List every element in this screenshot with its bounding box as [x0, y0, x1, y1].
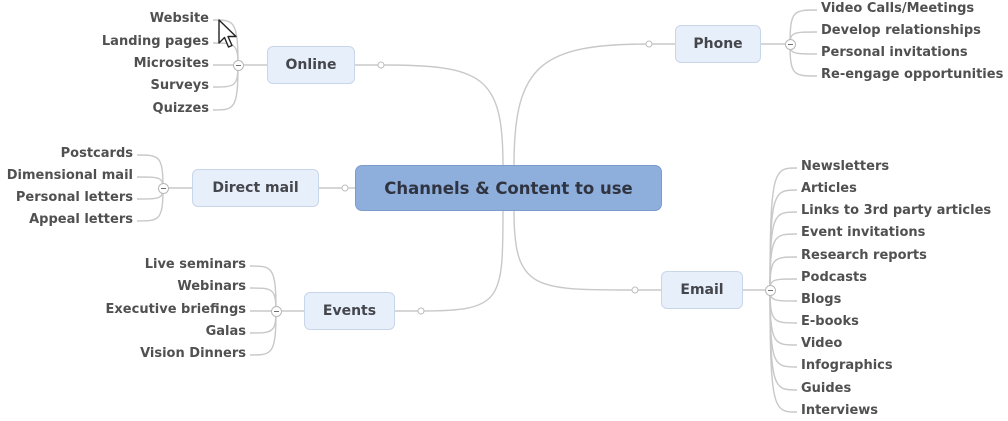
- connector-dot-online: [377, 61, 385, 69]
- connector-dot-phone: [645, 40, 653, 48]
- connector-central-email: [513, 210, 636, 291]
- mouse-cursor-icon: [218, 19, 237, 48]
- subtopic-online[interactable]: Microsites: [133, 56, 209, 71]
- subtopic-events[interactable]: Executive briefings: [105, 302, 246, 317]
- subtopic-email[interactable]: Articles: [801, 181, 857, 196]
- topic-label: Phone: [693, 36, 743, 52]
- subtopic-email[interactable]: Links to 3rd party articles: [801, 203, 992, 218]
- subtopic-phone[interactable]: Develop relationships: [821, 23, 981, 38]
- topic-phone[interactable]: Phone: [675, 25, 761, 63]
- connector-dot-events: [417, 307, 425, 315]
- topic-events[interactable]: Events: [304, 292, 395, 330]
- collapse-online-button[interactable]: [233, 60, 244, 71]
- connector-dot-direct-mail: [341, 184, 349, 192]
- connector-leaf: [212, 64, 239, 111]
- central-topic-label: Channels & Content to use: [384, 178, 633, 198]
- topic-label: Direct mail: [212, 180, 299, 196]
- subtopic-direct-mail[interactable]: Postcards: [60, 146, 133, 161]
- subtopic-direct-mail[interactable]: Personal letters: [15, 190, 133, 205]
- subtopic-events[interactable]: Webinars: [177, 279, 246, 294]
- connector-leaf: [769, 167, 798, 291]
- subtopic-online[interactable]: Landing pages: [101, 34, 209, 49]
- topic-email[interactable]: Email: [661, 271, 743, 309]
- subtopic-email[interactable]: E-books: [801, 314, 859, 329]
- subtopic-email[interactable]: Video: [801, 336, 843, 351]
- subtopic-online[interactable]: Website: [149, 11, 209, 26]
- collapse-direct-mail-button[interactable]: [158, 183, 169, 194]
- topic-direct-mail[interactable]: Direct mail: [192, 169, 319, 207]
- subtopic-email[interactable]: Newsletters: [801, 159, 890, 174]
- connector-leaf: [769, 211, 798, 291]
- collapse-events-button[interactable]: [271, 306, 282, 317]
- subtopic-email[interactable]: Guides: [801, 381, 852, 396]
- connector-leaf: [769, 289, 798, 413]
- connector-leaf: [136, 154, 164, 189]
- subtopic-online[interactable]: Quizzes: [152, 101, 209, 116]
- connector-leaf: [789, 9, 818, 45]
- connector-leaf: [769, 289, 798, 391]
- subtopic-email[interactable]: Research reports: [801, 248, 927, 263]
- collapse-email-button[interactable]: [765, 285, 776, 296]
- subtopic-events[interactable]: Galas: [205, 324, 246, 339]
- subtopic-events[interactable]: Vision Dinners: [140, 346, 246, 361]
- subtopic-phone[interactable]: Video Calls/Meetings: [821, 1, 975, 16]
- subtopic-online[interactable]: Surveys: [150, 78, 209, 93]
- connector-central-online: [380, 64, 504, 166]
- connector-central-events: [420, 210, 504, 312]
- subtopic-email[interactable]: Interviews: [801, 403, 879, 418]
- topic-label: Events: [322, 303, 377, 319]
- connector-leaf: [769, 289, 798, 324]
- subtopic-phone[interactable]: Re-engage opportunities: [821, 67, 1004, 82]
- subtopic-email[interactable]: Event invitations: [801, 225, 926, 240]
- central-topic[interactable]: Channels & Content to use: [355, 165, 662, 211]
- subtopic-direct-mail[interactable]: Dimensional mail: [6, 168, 133, 183]
- subtopic-email[interactable]: Podcasts: [801, 270, 867, 285]
- subtopic-email[interactable]: Blogs: [801, 292, 842, 307]
- topic-label: Online: [285, 57, 337, 73]
- subtopic-direct-mail[interactable]: Appeal letters: [29, 212, 133, 227]
- connector-central-phone: [513, 43, 650, 166]
- subtopic-email[interactable]: Infographics: [801, 358, 893, 373]
- subtopic-events[interactable]: Live seminars: [144, 257, 246, 272]
- connector-leaf: [769, 256, 798, 291]
- collapse-phone-button[interactable]: [785, 39, 796, 50]
- topic-label: Email: [680, 282, 724, 298]
- connector-leaf: [136, 187, 164, 222]
- subtopic-phone[interactable]: Personal invitations: [821, 45, 968, 60]
- connector-leaf: [789, 43, 818, 77]
- connector-leaf: [249, 310, 277, 356]
- topic-online[interactable]: Online: [267, 46, 355, 84]
- connector-dot-email: [631, 286, 639, 294]
- connector-leaf: [769, 189, 798, 291]
